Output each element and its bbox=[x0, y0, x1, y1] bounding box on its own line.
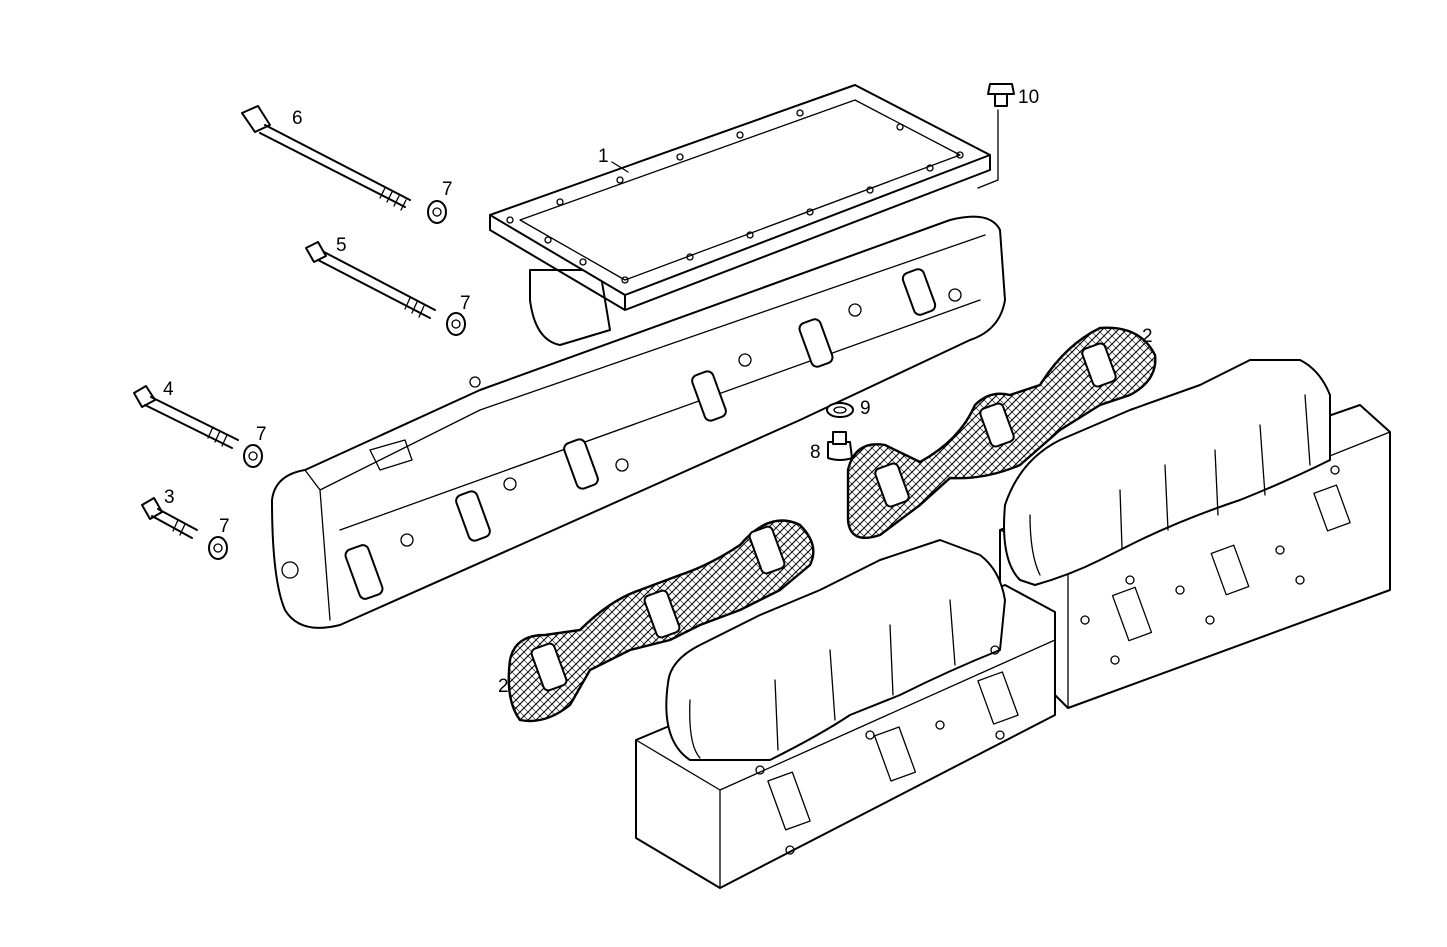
callout-1: 1 bbox=[598, 146, 609, 167]
plug-10 bbox=[977, 83, 1015, 189]
gasket-front bbox=[507, 519, 815, 723]
bolt-6 bbox=[241, 105, 411, 211]
callout-7-bottom: 7 bbox=[219, 516, 230, 537]
gasket-rear bbox=[846, 326, 1157, 540]
cylinder-head-rear bbox=[999, 359, 1391, 709]
callout-2-front: 2 bbox=[498, 676, 509, 697]
plug-8 bbox=[827, 431, 853, 461]
cylinder-head-front bbox=[635, 539, 1056, 889]
washer-7-second bbox=[446, 312, 466, 336]
bolt-5 bbox=[305, 241, 436, 319]
bolt-4 bbox=[133, 385, 239, 449]
callout-4: 4 bbox=[163, 379, 174, 400]
flange-bolt-holes bbox=[506, 109, 964, 284]
washer-7-third bbox=[243, 444, 263, 468]
callout-7-second: 7 bbox=[460, 293, 471, 314]
callout-8: 8 bbox=[810, 442, 821, 463]
washer-9 bbox=[826, 402, 854, 418]
callout-7-top: 7 bbox=[442, 179, 453, 200]
callout-6: 6 bbox=[292, 108, 303, 129]
callout-2-rear: 2 bbox=[1142, 326, 1153, 347]
manifold-ports bbox=[281, 268, 962, 600]
intake-manifold bbox=[271, 84, 1006, 629]
callout-9: 9 bbox=[860, 398, 871, 419]
washer-7-bottom bbox=[208, 536, 228, 560]
leader-lines bbox=[611, 161, 629, 173]
callout-3: 3 bbox=[164, 487, 175, 508]
callout-5: 5 bbox=[336, 235, 347, 256]
callout-7-third: 7 bbox=[256, 424, 267, 445]
washer-7-top bbox=[427, 200, 447, 224]
callout-10: 10 bbox=[1018, 87, 1039, 108]
bolt-3 bbox=[141, 497, 198, 539]
